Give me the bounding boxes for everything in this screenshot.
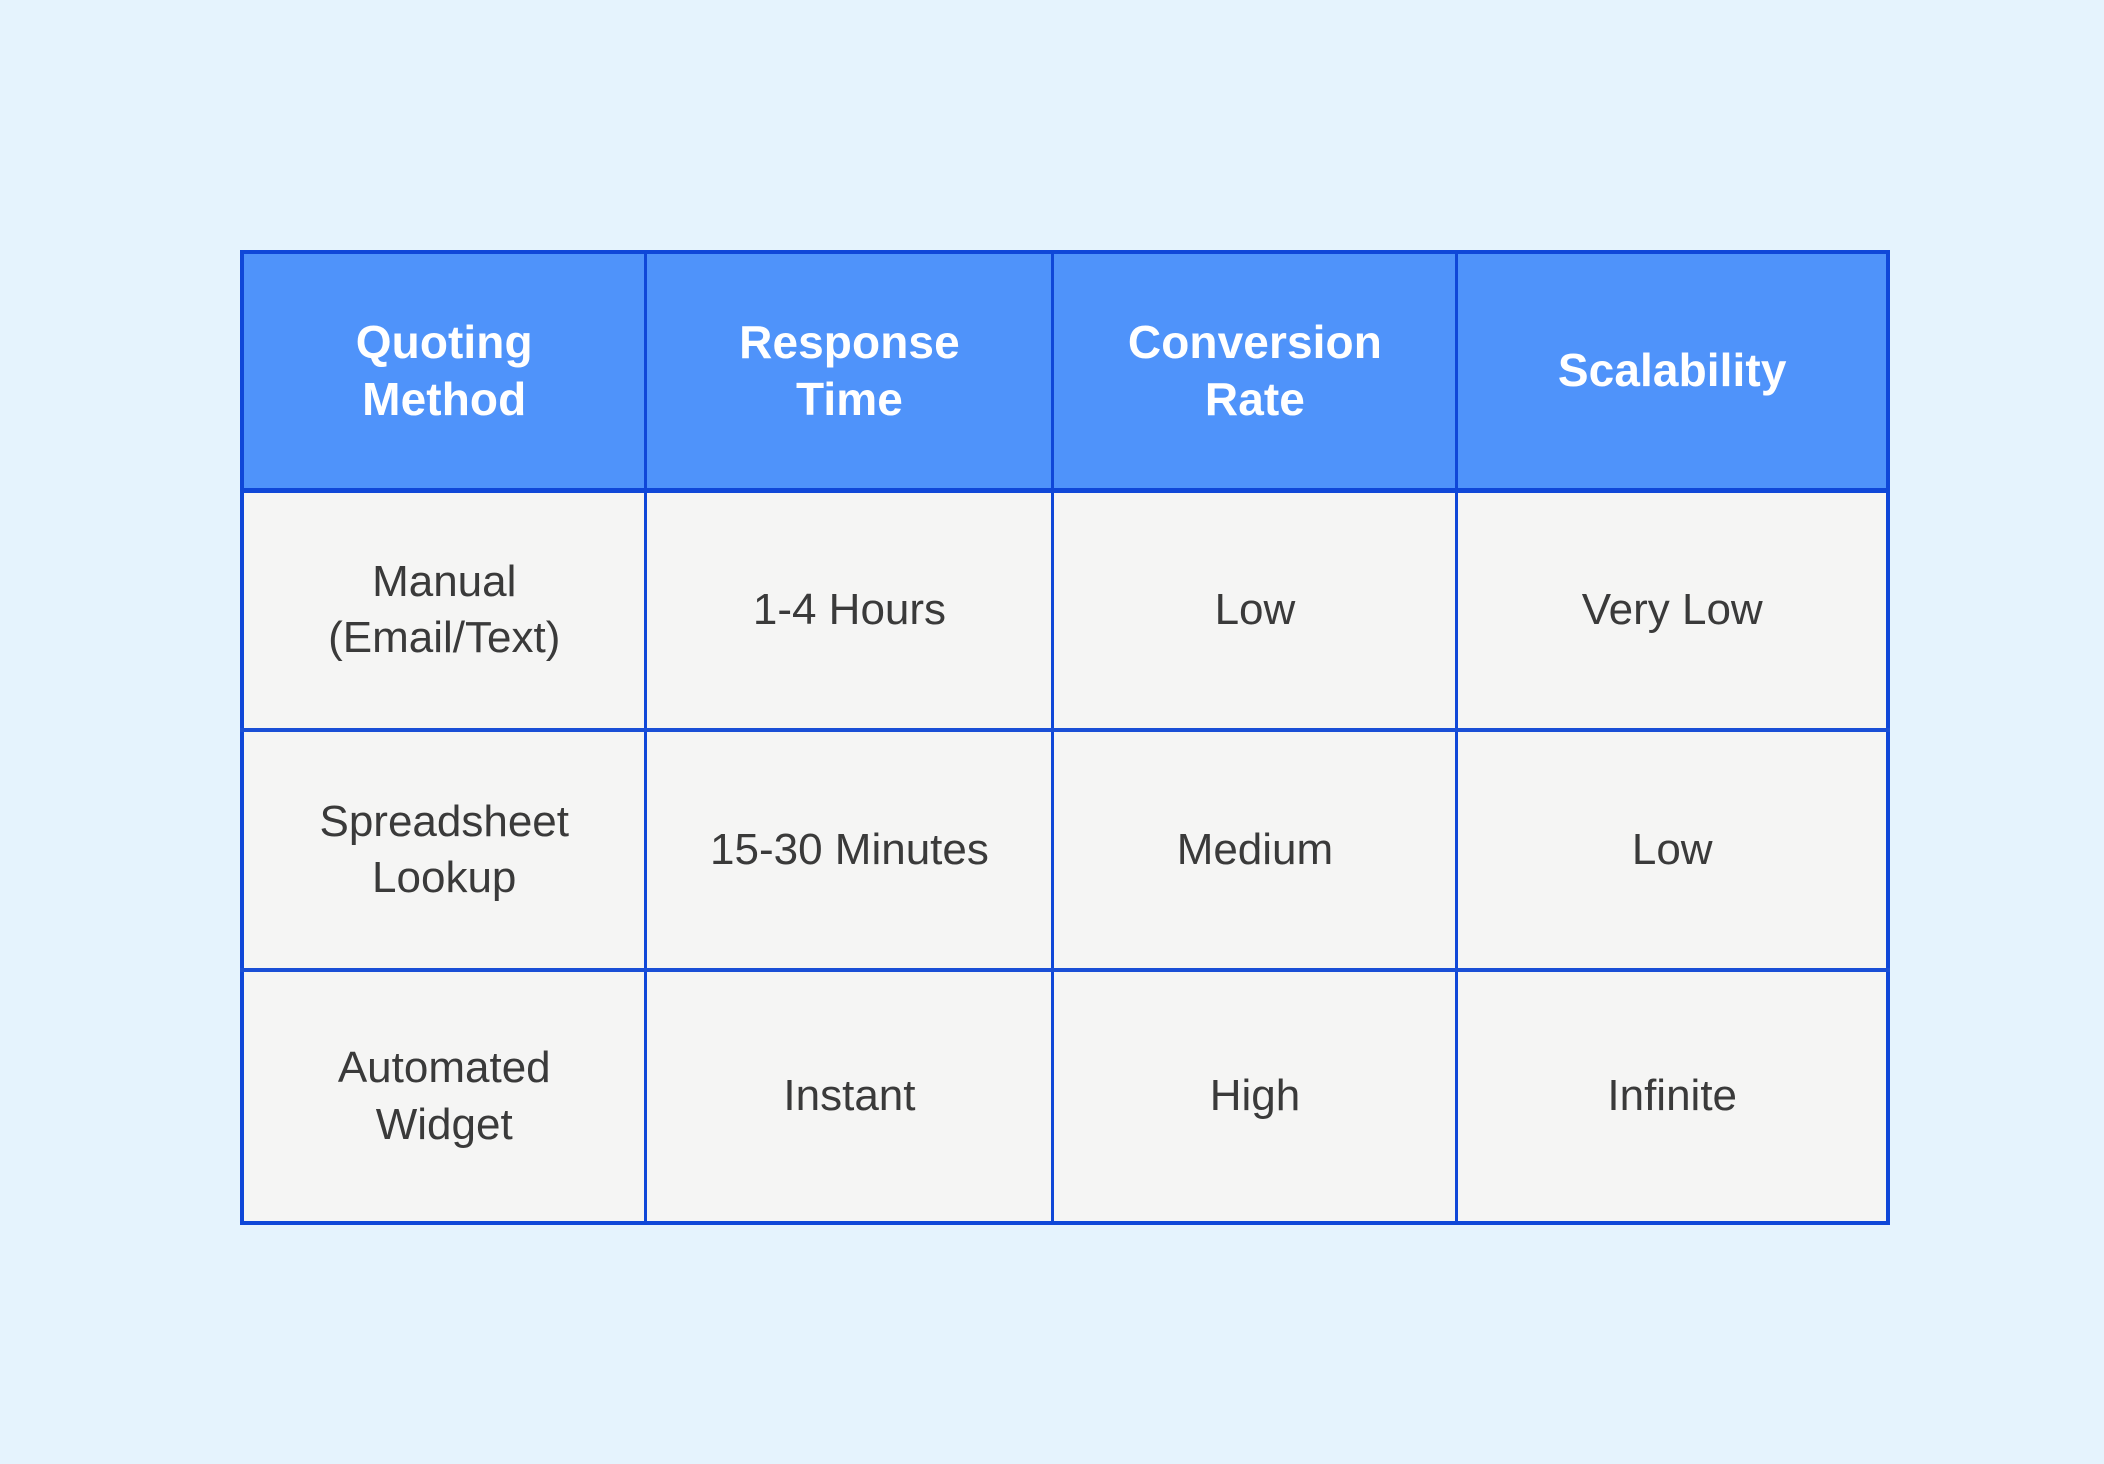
column-header-quoting-method-line2: Method	[362, 372, 527, 425]
cell-method-automated-line1: Automated	[337, 1043, 551, 1093]
quoting-method-comparison-table: Quoting Method Response Time Conversion …	[240, 250, 1890, 1225]
cell-method-automated: Automated Widget	[242, 970, 648, 1223]
cell-response-time-manual: 1-4 Hours	[645, 490, 1055, 732]
cell-conversion-rate-spreadsheet: Medium	[1052, 730, 1459, 972]
table-row: Spreadsheet Lookup 15-30 Minutes Medium …	[242, 730, 1888, 972]
cell-method-automated-line2: Widget	[375, 1099, 513, 1149]
table-body: Manual (Email/Text) 1-4 Hours Low Very L…	[242, 490, 1888, 1223]
column-header-response-time-line2: Time	[795, 372, 903, 425]
column-header-conversion-rate-line1: Conversion	[1127, 316, 1382, 369]
cell-response-time-automated: Instant	[645, 970, 1055, 1223]
cell-method-manual-line2: (Email/Text)	[328, 613, 561, 663]
column-header-quoting-method: Quoting Method	[242, 252, 648, 493]
cell-method-manual-line1: Manual	[372, 556, 517, 606]
column-header-scalability-line1: Scalability	[1557, 344, 1787, 397]
cell-scalability-automated: Infinite	[1456, 970, 1888, 1223]
column-header-conversion-rate-line2: Rate	[1204, 372, 1305, 425]
cell-scalability-manual: Very Low	[1456, 490, 1888, 732]
column-header-scalability: Scalability	[1456, 252, 1888, 493]
cell-method-spreadsheet-line1: Spreadsheet	[319, 796, 569, 846]
table-row: Automated Widget Instant High Infinite	[242, 970, 1888, 1223]
table-header-row: Quoting Method Response Time Conversion …	[242, 252, 1888, 493]
cell-conversion-rate-manual: Low	[1052, 490, 1459, 732]
column-header-quoting-method-line1: Quoting	[355, 316, 533, 369]
column-header-response-time-line1: Response	[739, 316, 960, 369]
cell-method-spreadsheet-line2: Lookup	[372, 853, 517, 902]
cell-method-spreadsheet: Spreadsheet Lookup	[242, 730, 648, 972]
comparison-table-container: Quoting Method Response Time Conversion …	[240, 250, 1890, 1225]
cell-scalability-spreadsheet: Low	[1456, 730, 1888, 972]
cell-method-manual: Manual (Email/Text)	[242, 490, 648, 732]
cell-conversion-rate-automated: High	[1052, 970, 1459, 1223]
table-row: Manual (Email/Text) 1-4 Hours Low Very L…	[242, 490, 1888, 732]
column-header-conversion-rate: Conversion Rate	[1052, 252, 1459, 493]
table-header: Quoting Method Response Time Conversion …	[242, 252, 1888, 493]
cell-response-time-spreadsheet: 15-30 Minutes	[645, 730, 1055, 972]
column-header-response-time: Response Time	[645, 252, 1055, 493]
